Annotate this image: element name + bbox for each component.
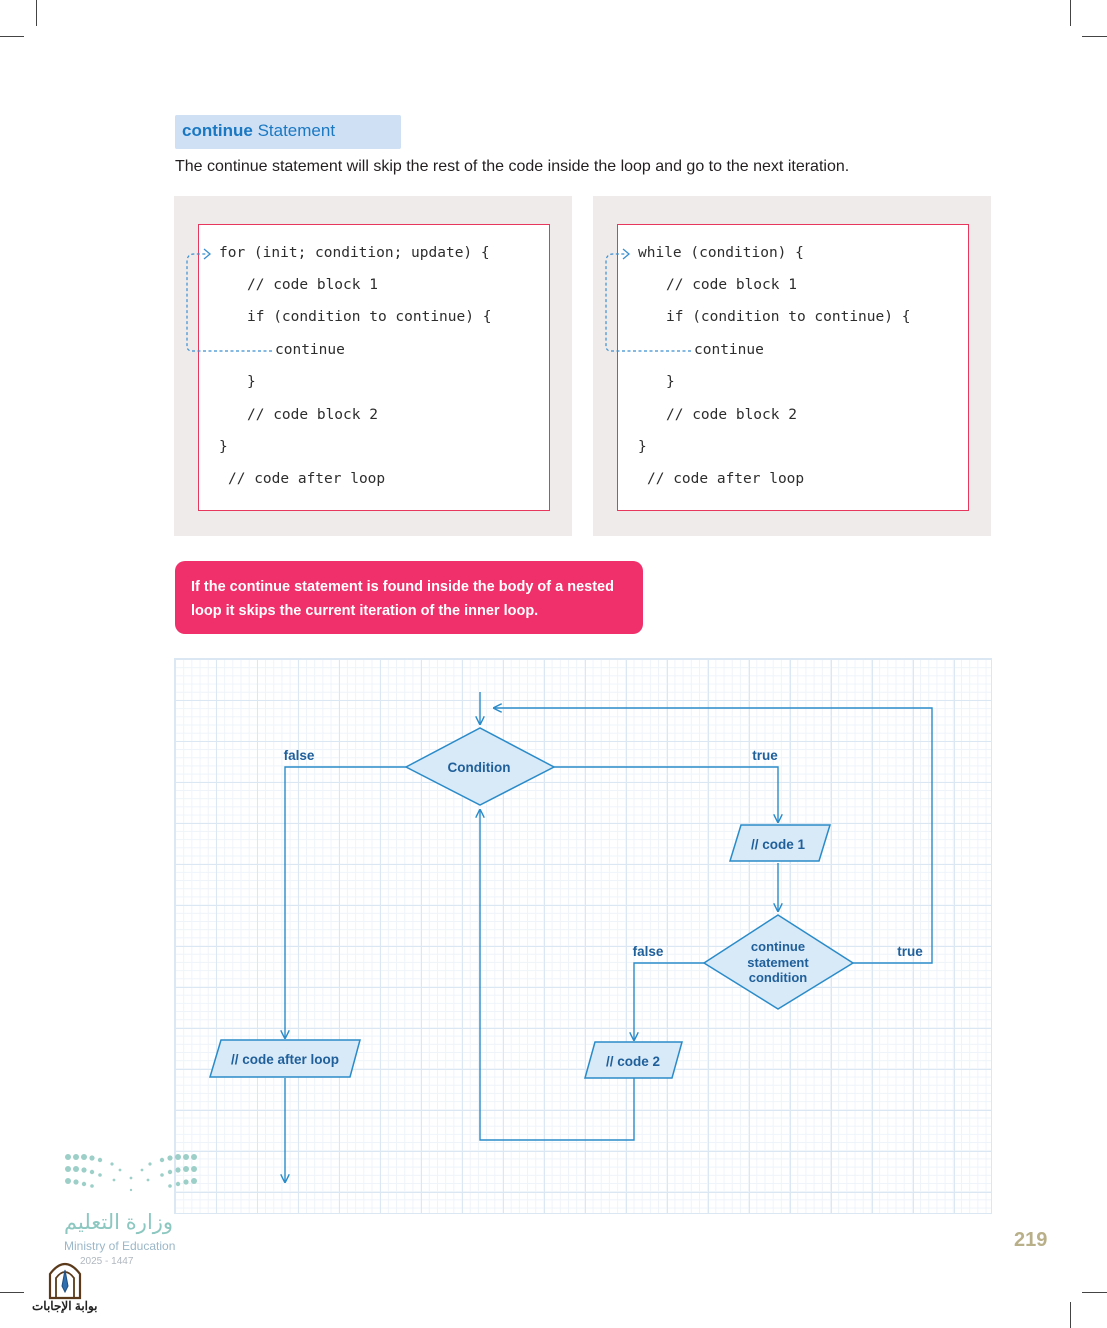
flowchart: Condition true false // code 1 continue …: [208, 692, 933, 1214]
ministry-logo-dots: [65, 1154, 197, 1192]
code-line: // code block 1: [247, 277, 378, 293]
continue-condition-diamond: [702, 914, 855, 1010]
heading-rest: Statement: [252, 121, 336, 140]
heading-keyword: continue: [182, 121, 253, 140]
ministry-year: 2025 - 1447: [80, 1256, 134, 1267]
crop-mark: [36, 0, 37, 26]
code2-box: [584, 1041, 683, 1079]
portal-watermark-text: بوابة الإجابات: [32, 1299, 98, 1313]
crop-mark: [0, 1292, 24, 1293]
ministry-name-arabic: وزارة التعليم: [64, 1211, 174, 1234]
code-line: }: [219, 439, 228, 455]
code-frame-while: [617, 224, 969, 511]
condition-label: Condition: [448, 760, 511, 775]
code-line: if (condition to continue) {: [666, 309, 911, 325]
code-line: // code block 2: [247, 407, 378, 423]
continue-condition-label-3: condition: [749, 970, 808, 985]
code-line: continue: [275, 342, 345, 358]
section-heading: continue Statement: [175, 115, 401, 149]
code-line: continue: [694, 342, 764, 358]
code1-label: // code 1: [751, 837, 806, 852]
flowchart-grid: [174, 658, 992, 1214]
code-line: if (condition to continue) {: [247, 309, 492, 325]
continue-condition-label-1: continue: [751, 939, 805, 954]
false-branch-line: [285, 766, 406, 1038]
continue-false-line: [634, 962, 704, 1040]
crop-mark: [1082, 36, 1107, 37]
condition-diamond: [404, 727, 556, 806]
true-branch-line: [554, 766, 778, 822]
after-loop-box: [208, 1039, 361, 1078]
code-line: }: [247, 374, 256, 390]
continue-jump-arrow: [186, 248, 272, 352]
true-label: true: [752, 748, 778, 763]
code-line: }: [638, 439, 647, 455]
code-line: // code block 2: [666, 407, 797, 423]
code1-box: [728, 824, 832, 862]
continue-false-label: false: [633, 944, 664, 959]
code2-back-line: [480, 810, 635, 1141]
ministry-name-english: Ministry of Education: [64, 1239, 176, 1253]
code-line: for (init; condition; update) {: [219, 245, 490, 261]
code-panel-while: while (condition) { // code block 1 if (…: [593, 196, 991, 536]
code-panel-for: for (init; condition; update) { // code …: [174, 196, 572, 536]
crop-mark: [1082, 1292, 1107, 1293]
after-loop-label: // code after loop: [231, 1052, 339, 1067]
crop-mark: [1070, 1302, 1071, 1328]
code-line: }: [666, 374, 675, 390]
false-label: false: [284, 748, 315, 763]
page-number: 219: [1014, 1229, 1048, 1251]
code-line: // code after loop: [228, 471, 386, 487]
code-frame-for: [198, 224, 550, 511]
intro-text: The continue statement will skip the res…: [175, 158, 850, 175]
crop-mark: [1070, 0, 1071, 26]
continue-jump-arrow: [605, 248, 691, 352]
continue-true-loop-line: [494, 708, 933, 964]
code-line: // code block 1: [666, 277, 797, 293]
portal-logo-icon: [48, 1262, 82, 1300]
code2-label: // code 2: [606, 1054, 660, 1069]
continue-true-label: true: [897, 944, 923, 959]
continue-condition-label-2: statement: [747, 955, 809, 970]
code-line: while (condition) {: [638, 245, 804, 261]
code-line: // code after loop: [647, 471, 805, 487]
nested-loop-note: If the continue statement is found insid…: [175, 561, 643, 634]
crop-mark: [0, 36, 24, 37]
